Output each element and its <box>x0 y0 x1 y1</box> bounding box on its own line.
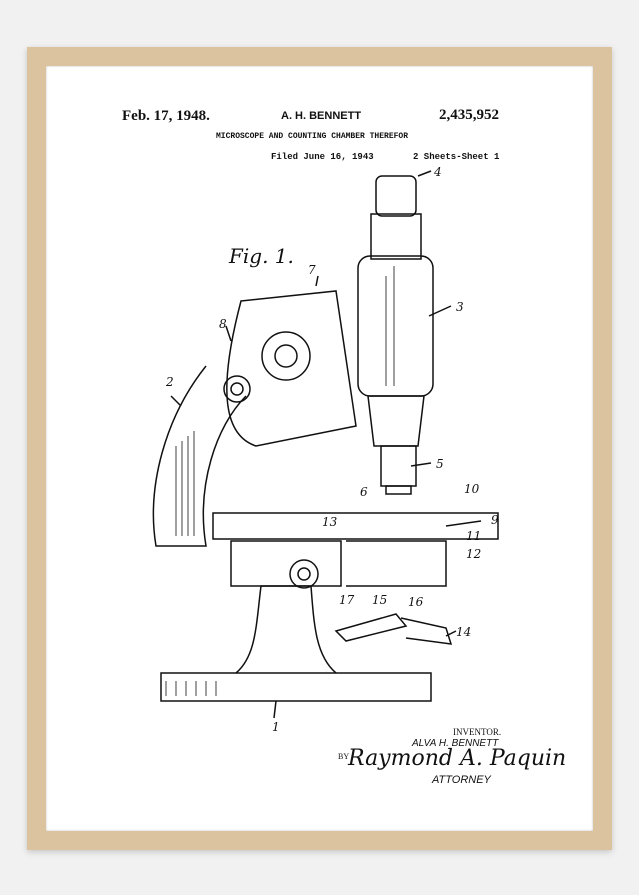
callout-14: 14 <box>456 625 471 639</box>
wooden-frame: Feb. 17, 1948. A. H. BENNETT 2,435,952 M… <box>27 47 612 850</box>
figure-label: Fig. 1. <box>228 244 294 268</box>
callout-3: 3 <box>456 300 464 314</box>
callout-17: 17 <box>339 593 355 607</box>
attorney-label: ATTORNEY <box>432 774 491 786</box>
attorney-signature: Raymond A. Paquin <box>348 746 567 771</box>
base <box>160 672 432 702</box>
callout-4: 4 <box>433 165 442 179</box>
callout-15: 15 <box>372 593 387 607</box>
patent-poster: Feb. 17, 1948. A. H. BENNETT 2,435,952 M… <box>46 66 593 831</box>
body-tube <box>357 255 434 397</box>
pillar <box>235 585 337 674</box>
microscope-drawing: Fig. 1. <box>152 165 499 734</box>
callout-1: 1 <box>272 720 280 734</box>
sheet-count: 2 Sheets-Sheet 1 <box>413 152 500 162</box>
callout-5: 5 <box>436 457 444 471</box>
patent-date: Feb. 17, 1948. <box>122 108 210 124</box>
callout-6: 6 <box>360 485 368 499</box>
callout-2: 2 <box>165 375 174 389</box>
patent-number: 2,435,952 <box>439 107 499 123</box>
inventor-header: A. H. BENNETT <box>281 110 362 122</box>
filed-date: Filed June 16, 1943 <box>271 152 374 162</box>
inventor-name: ALVA H. BENNETT <box>412 738 499 749</box>
arm <box>152 365 247 547</box>
patent-title: MICROSCOPE AND COUNTING CHAMBER THEREFOR <box>216 132 409 141</box>
inventor-label: INVENTOR. <box>453 727 502 737</box>
callout-9: 9 <box>491 513 499 527</box>
objective <box>380 445 417 487</box>
stage <box>212 512 499 540</box>
by-label: BY <box>338 752 350 761</box>
callout-7: 7 <box>308 263 316 277</box>
eyepiece <box>375 175 417 217</box>
callout-8: 8 <box>219 317 227 331</box>
callout-12: 12 <box>466 547 481 561</box>
callout-11: 11 <box>466 529 481 543</box>
callout-16: 16 <box>408 595 424 609</box>
callout-13: 13 <box>322 515 338 529</box>
callout-10: 10 <box>464 482 480 496</box>
